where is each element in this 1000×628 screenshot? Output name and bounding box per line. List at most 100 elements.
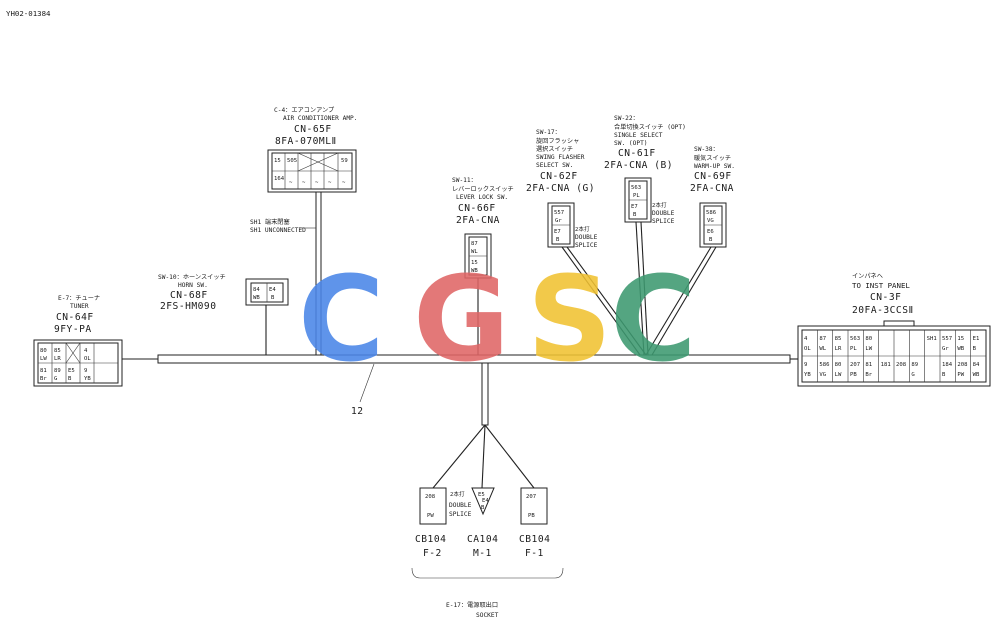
- svg-text:563: 563: [631, 185, 641, 191]
- svg-text:SWING FLASHER: SWING FLASHER: [536, 154, 585, 161]
- svg-text:E5: E5: [478, 492, 485, 498]
- socket-left-terminal: [419, 487, 447, 525]
- swing-flasher-type: 2FA-CNA (G): [526, 183, 595, 194]
- svg-text:E7: E7: [554, 229, 561, 235]
- watermark-letter-s: S: [527, 250, 612, 388]
- svg-text:15: 15: [274, 158, 281, 164]
- svg-text:B: B: [481, 505, 485, 511]
- svg-text:586: 586: [706, 210, 716, 216]
- svg-text:59: 59: [341, 158, 348, 164]
- horn-cn: CN-68F: [170, 290, 208, 301]
- svg-text:暖気スイッチ: 暖気スイッチ: [694, 154, 731, 162]
- ac-amp-cn: CN-65F: [294, 124, 332, 135]
- svg-text:WB: WB: [471, 268, 478, 274]
- inst-panel-pin: PB: [850, 372, 857, 378]
- svg-text:OL: OL: [84, 356, 91, 362]
- swing-flasher-ref: SW-17：: [536, 129, 561, 136]
- inst-panel-pin: OL: [804, 346, 811, 352]
- inst-panel-pin: Br: [865, 372, 872, 378]
- svg-text:87: 87: [471, 241, 478, 247]
- inst-panel-ref: インパネへ: [852, 273, 883, 280]
- lever-lock-ref: SW-11：: [452, 177, 477, 184]
- inst-panel-pin: 80: [865, 336, 872, 342]
- svg-text:CB104: CB104: [415, 534, 446, 545]
- horn-ref: SW-10：ホーンスイッチ: [158, 274, 226, 281]
- inst-panel-pin: LR: [835, 346, 842, 352]
- svg-text:PB: PB: [528, 513, 535, 519]
- ac-amp-sh-note: SH1 端末閉塞: [250, 218, 290, 226]
- inst-panel-pin: 563: [850, 336, 860, 342]
- connector-warm-up: SW-38： 暖気スイッチ WARM-UP SW. CN-69F 2FA-CNA…: [690, 146, 735, 248]
- inst-panel-pin: E1: [973, 336, 980, 342]
- svg-text:84: 84: [253, 287, 260, 293]
- inst-panel-pin: LW: [865, 346, 872, 352]
- svg-text:DOUBLE: DOUBLE: [575, 234, 598, 241]
- svg-text:PW: PW: [427, 513, 434, 519]
- svg-text:旋回フラッシャ: 旋回フラッシャ: [536, 137, 579, 145]
- ac-amp-type: 8FA-070MLⅡ: [275, 136, 337, 147]
- inst-panel-pin: WL: [819, 346, 826, 352]
- socket-right-terminal: [520, 487, 548, 525]
- svg-text:LR: LR: [54, 356, 61, 362]
- svg-text:Br: Br: [40, 376, 47, 382]
- svg-text:~: ~: [342, 180, 346, 186]
- watermark: C G S C: [298, 250, 697, 388]
- svg-text:~: ~: [328, 180, 332, 186]
- inst-panel-pin: PL: [850, 346, 857, 352]
- inst-panel-pin: 586: [819, 362, 829, 368]
- socket-splice: [471, 487, 495, 516]
- svg-text:LW: LW: [40, 356, 47, 362]
- socket-name: SOCKET: [476, 612, 499, 619]
- svg-text:E7: E7: [631, 204, 638, 210]
- inst-panel-pin: G: [911, 372, 915, 378]
- connector-lever-lock: SW-11： レバーロックスイッチ LEVER LOCK SW. CN-66F …: [452, 177, 514, 279]
- branch-single-select: [635, 221, 645, 356]
- svg-text:2本打: 2本打: [652, 201, 667, 209]
- svg-text:207: 207: [526, 494, 536, 500]
- single-select-cn: CN-61F: [618, 148, 656, 159]
- svg-text:G: G: [54, 376, 58, 382]
- inst-panel-type: 20FA-3CCSⅡ: [852, 305, 914, 316]
- inst-panel-name: TO INST PANEL: [852, 281, 910, 290]
- inst-panel-pin: 84: [973, 362, 980, 368]
- svg-text:VG: VG: [707, 218, 714, 224]
- ac-amp-name: AIR CONDITIONER AMP.: [283, 115, 358, 122]
- branch-warm-up: [645, 246, 712, 356]
- svg-text:E4: E4: [269, 287, 276, 293]
- svg-text:~: ~: [315, 180, 319, 186]
- inst-panel-pin: 207: [850, 362, 860, 368]
- svg-text:2本打: 2本打: [575, 225, 590, 233]
- svg-text:選択スイッチ: 選択スイッチ: [536, 145, 573, 153]
- swing-flasher-cn: CN-62F: [540, 171, 578, 182]
- svg-text:2本打: 2本打: [450, 490, 465, 498]
- svg-text:B: B: [68, 376, 72, 382]
- svg-text:WL: WL: [471, 249, 478, 255]
- lever-lock-cn: CN-66F: [458, 203, 496, 214]
- inst-panel-pin: VG: [819, 372, 826, 378]
- svg-text:SINGLE SELECT: SINGLE SELECT: [614, 132, 663, 139]
- connector-single-select: SW-22： 合単切換スイッチ (OPT) SINGLE SELECT SW. …: [604, 115, 686, 225]
- inst-panel-pin: 85: [835, 336, 842, 342]
- doc-id: YH02-01384: [6, 9, 51, 18]
- inst-panel-cn: CN-3F: [870, 292, 901, 303]
- svg-text:557: 557: [554, 210, 564, 216]
- svg-text:SW. (OPT): SW. (OPT): [614, 140, 648, 147]
- tuner-name: TUNER: [70, 303, 89, 310]
- svg-text:SELECT SW.: SELECT SW.: [536, 162, 573, 169]
- inst-panel-pin: WB: [957, 346, 964, 352]
- watermark-letter-g: G: [413, 250, 510, 388]
- svg-text:208: 208: [425, 494, 436, 500]
- inst-panel-pin: 87: [819, 336, 826, 342]
- connector-ac-amp: C-4：エアコンアンプ AIR CONDITIONER AMP. CN-65F …: [250, 107, 358, 234]
- svg-text:YB: YB: [84, 376, 91, 382]
- horn-type: 2FS-HM090: [160, 301, 216, 312]
- inst-panel-pin: B: [973, 346, 977, 352]
- inst-panel-pin: YB: [804, 372, 811, 378]
- svg-text:E6: E6: [707, 229, 714, 235]
- svg-text:SPLICE: SPLICE: [652, 218, 675, 225]
- svg-text:B: B: [709, 237, 713, 243]
- harness-label: 12: [351, 406, 364, 417]
- svg-text:164: 164: [274, 176, 285, 182]
